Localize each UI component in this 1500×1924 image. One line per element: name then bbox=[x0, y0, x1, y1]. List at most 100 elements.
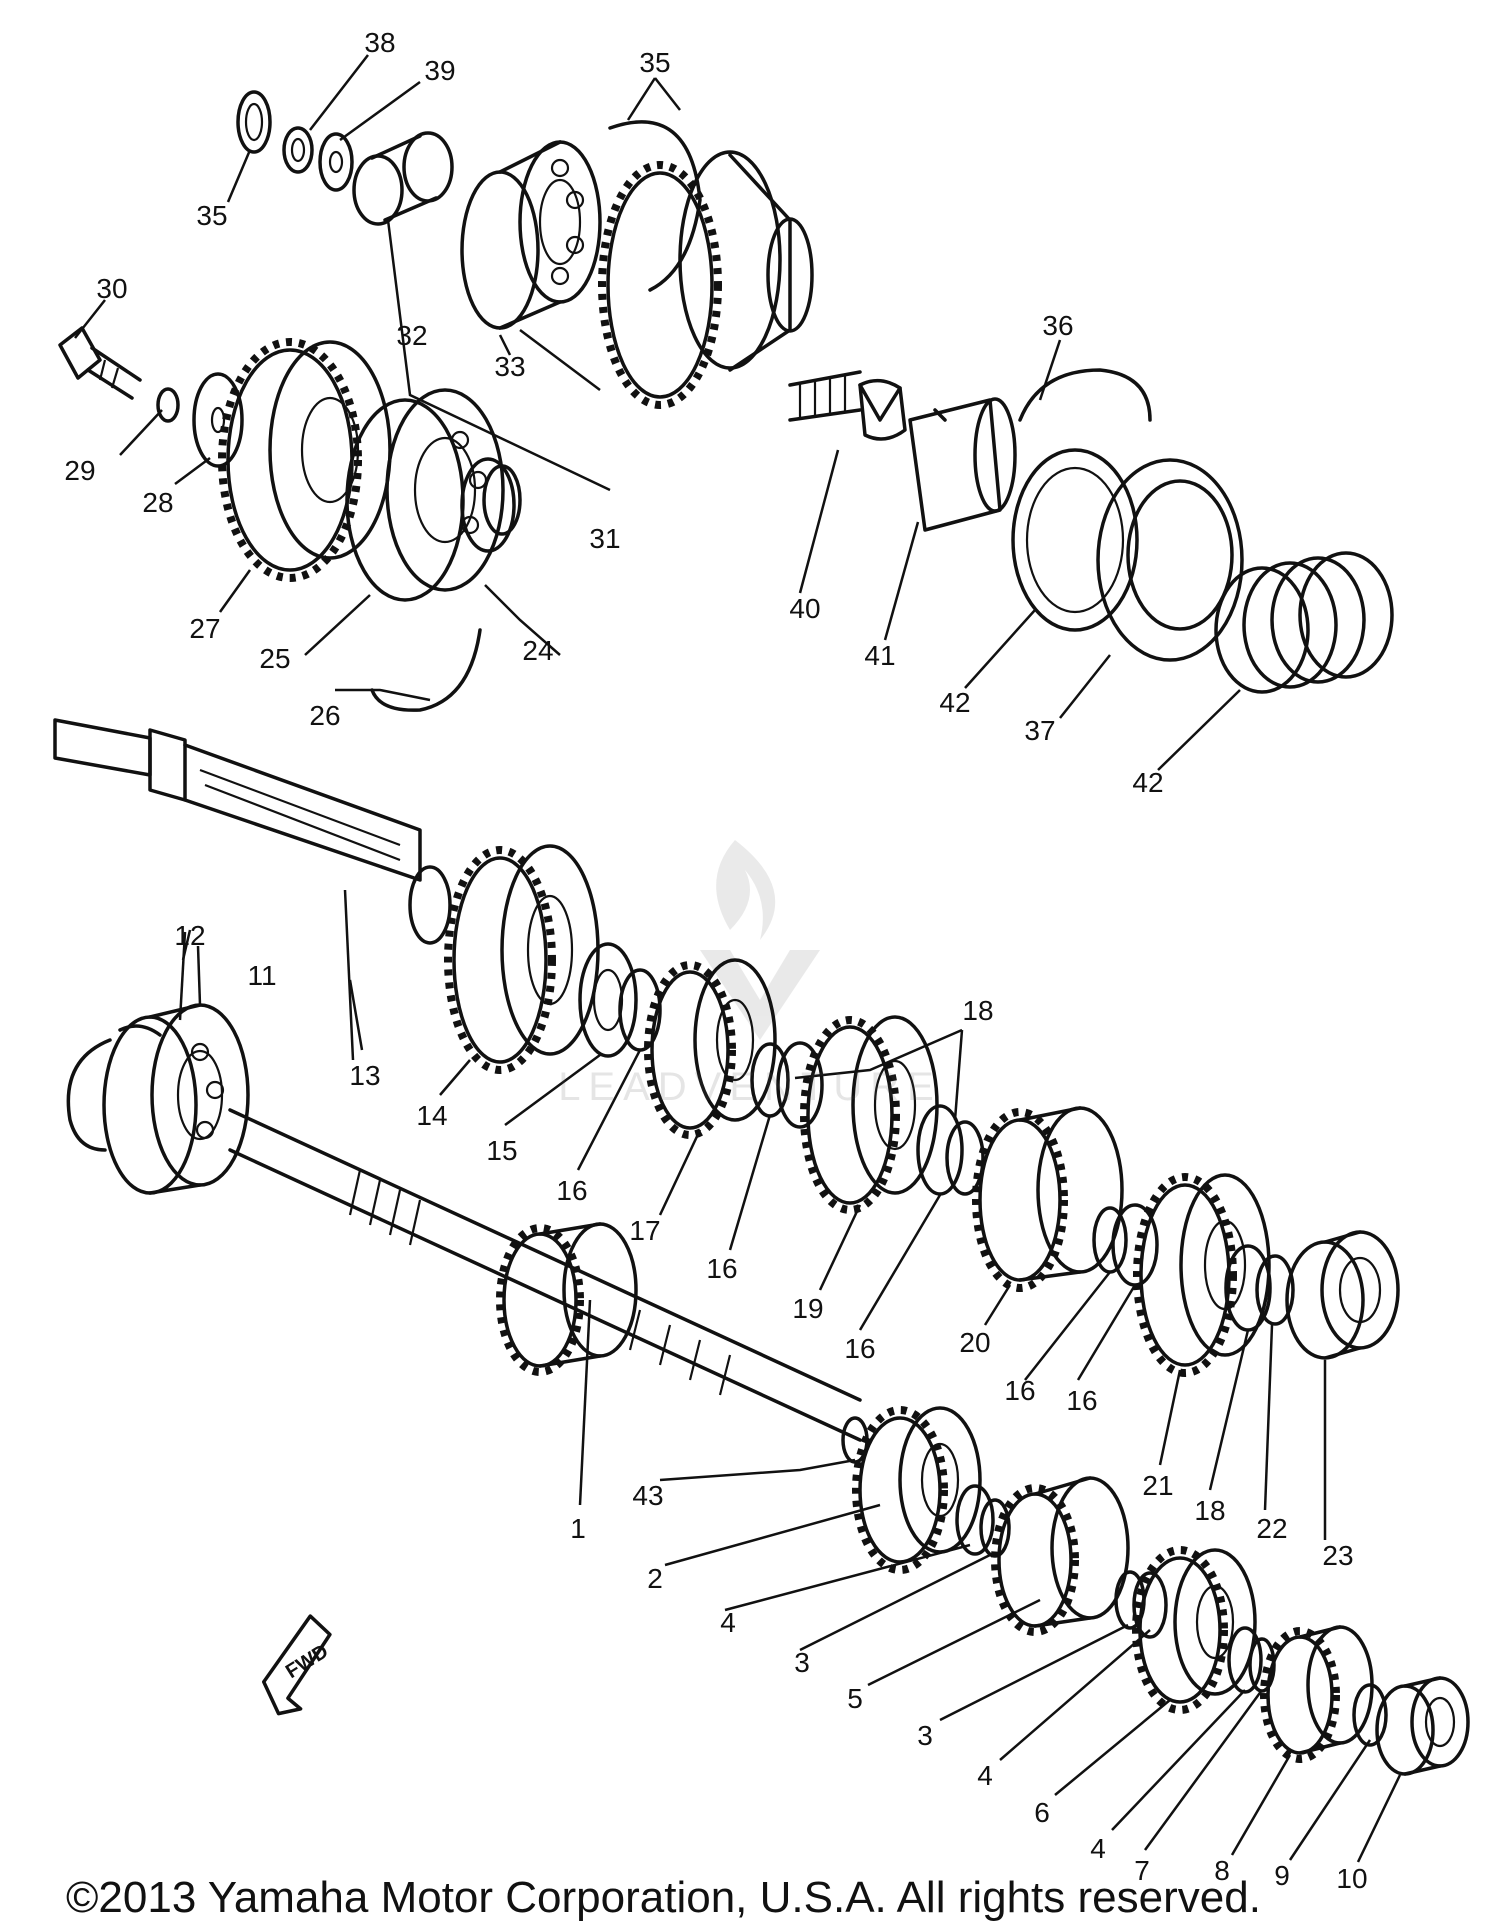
callout-30: 30 bbox=[96, 273, 127, 304]
copyright-notice: ©2013 Yamaha Motor Corporation, U.S.A. A… bbox=[66, 1873, 1261, 1922]
shaft-13-gears bbox=[444, 844, 1400, 1377]
callout-16-a: 16 bbox=[556, 1175, 587, 1206]
callout-16-b: 16 bbox=[706, 1253, 737, 1284]
callout-24: 24 bbox=[522, 635, 553, 666]
part-38-washer bbox=[318, 132, 354, 192]
part-37-collar bbox=[282, 126, 314, 174]
part-32-sleeve bbox=[352, 131, 454, 226]
part-17-gear bbox=[644, 958, 777, 1139]
callout-33: 33 bbox=[494, 351, 525, 382]
part-27-gear bbox=[218, 338, 392, 582]
part-39-cam bbox=[858, 378, 907, 441]
callout-17: 17 bbox=[629, 1215, 660, 1246]
part-6-gear bbox=[1132, 1546, 1257, 1714]
callout-16-e: 16 bbox=[1066, 1385, 1097, 1416]
part-34-seal bbox=[236, 90, 272, 154]
part-42-spring bbox=[1214, 551, 1394, 694]
callout-22: 22 bbox=[1256, 1513, 1287, 1544]
callout-36: 37 bbox=[1024, 715, 1055, 746]
watermark-logo bbox=[700, 840, 820, 1040]
callout-9: 9 bbox=[1274, 1860, 1290, 1891]
callout-34: 35 bbox=[196, 200, 227, 231]
callout-23: 23 bbox=[1322, 1540, 1353, 1571]
fwd-arrow-icon: FWD bbox=[261, 1614, 332, 1716]
watermark-text: LEADVENTURE bbox=[558, 1065, 942, 1109]
callout-39: 40 bbox=[789, 593, 820, 624]
part-22-circlip bbox=[1255, 1254, 1295, 1326]
part-5-gear bbox=[991, 1476, 1130, 1636]
part-18-washer-b bbox=[916, 1104, 964, 1196]
part-35-circlip-upper bbox=[608, 120, 702, 292]
part-9-washer bbox=[1352, 1683, 1388, 1747]
part-19-gear bbox=[800, 1015, 939, 1214]
callout-19: 19 bbox=[792, 1293, 823, 1324]
callout-3-b: 3 bbox=[917, 1720, 933, 1751]
callout-12: 12 bbox=[174, 920, 205, 951]
part-41-retainer bbox=[1011, 448, 1139, 632]
callout-29: 29 bbox=[64, 455, 95, 486]
left-gear-group bbox=[58, 326, 522, 712]
part-21-gear bbox=[1133, 1173, 1271, 1377]
callout-3-a: 3 bbox=[794, 1647, 810, 1678]
callout-37: 38 bbox=[364, 27, 395, 58]
callout-21: 21 bbox=[1142, 1470, 1173, 1501]
drive-axle-group bbox=[236, 90, 1394, 694]
callout-20: 20 bbox=[959, 1327, 990, 1358]
mainshaft-1-group bbox=[66, 1003, 1470, 1776]
callout-27: 27 bbox=[189, 613, 220, 644]
callout-6: 6 bbox=[1034, 1797, 1050, 1828]
part-30-bolt bbox=[58, 326, 142, 400]
drive-shaft-spline bbox=[788, 370, 862, 422]
callout-26: 26 bbox=[309, 700, 340, 731]
callout-11: 11 bbox=[247, 960, 276, 991]
callout-4-c: 4 bbox=[1090, 1833, 1106, 1864]
part-26-circlip bbox=[370, 628, 482, 712]
callout-40: 41 bbox=[864, 640, 895, 671]
callout-14: 14 bbox=[416, 1100, 447, 1131]
part-10-needle-bearing bbox=[1375, 1676, 1470, 1776]
callout-16-d: 16 bbox=[1004, 1375, 1035, 1406]
part-24-collar bbox=[460, 457, 522, 553]
part-11-bearing bbox=[102, 1003, 250, 1195]
part-4-washer-c bbox=[1227, 1626, 1263, 1694]
part-29-washer bbox=[156, 387, 180, 423]
part-40-cam-follower bbox=[908, 397, 1017, 532]
callout-25: 25 bbox=[259, 643, 290, 674]
callout-1: 1 bbox=[570, 1513, 586, 1544]
part-31-drive-gear bbox=[598, 150, 814, 409]
callout-31: 31 bbox=[589, 523, 620, 554]
part-20-gear bbox=[972, 1106, 1124, 1292]
part-25-bearing bbox=[345, 388, 505, 602]
part-18-washer-a bbox=[776, 1041, 824, 1129]
part-16-circlip-d bbox=[1092, 1206, 1128, 1274]
callout-15: 15 bbox=[486, 1135, 517, 1166]
part-33-bearing bbox=[460, 140, 602, 330]
part-12-circlip bbox=[66, 1038, 112, 1152]
callout-7: 7 bbox=[1134, 1855, 1150, 1886]
callout-42: 42 bbox=[1132, 767, 1163, 798]
leader-lines bbox=[74, 54, 1402, 1863]
callout-10: 10 bbox=[1336, 1863, 1367, 1894]
callout-16-c: 16 bbox=[844, 1333, 875, 1364]
callout-32: 32 bbox=[396, 320, 427, 351]
callout-38: 39 bbox=[424, 55, 455, 86]
callout-4-b: 4 bbox=[977, 1760, 993, 1791]
part-23-needle-bearing bbox=[1285, 1230, 1400, 1360]
callout-labels: 38 39 35 35 30 32 33 36 29 28 31 40 27 2… bbox=[64, 27, 1367, 1894]
axle-13-group bbox=[53, 718, 452, 945]
mainshaft-spline bbox=[348, 1169, 732, 1396]
callout-2: 2 bbox=[647, 1563, 663, 1594]
part-4-washer-b bbox=[1132, 1571, 1168, 1639]
callout-35-top: 35 bbox=[639, 47, 670, 78]
part-8-gear bbox=[1260, 1625, 1374, 1763]
callout-18-top: 18 bbox=[962, 995, 993, 1026]
part-14-gear bbox=[444, 844, 600, 1074]
callout-28: 28 bbox=[142, 487, 173, 518]
callout-35-right: 36 bbox=[1042, 310, 1073, 341]
callout-41: 42 bbox=[939, 687, 970, 718]
part-4-washer-a bbox=[955, 1484, 995, 1556]
part-28-plate-washer bbox=[192, 372, 244, 468]
callout-13: 13 bbox=[349, 1060, 380, 1091]
part-16-circlip-c bbox=[945, 1120, 985, 1196]
